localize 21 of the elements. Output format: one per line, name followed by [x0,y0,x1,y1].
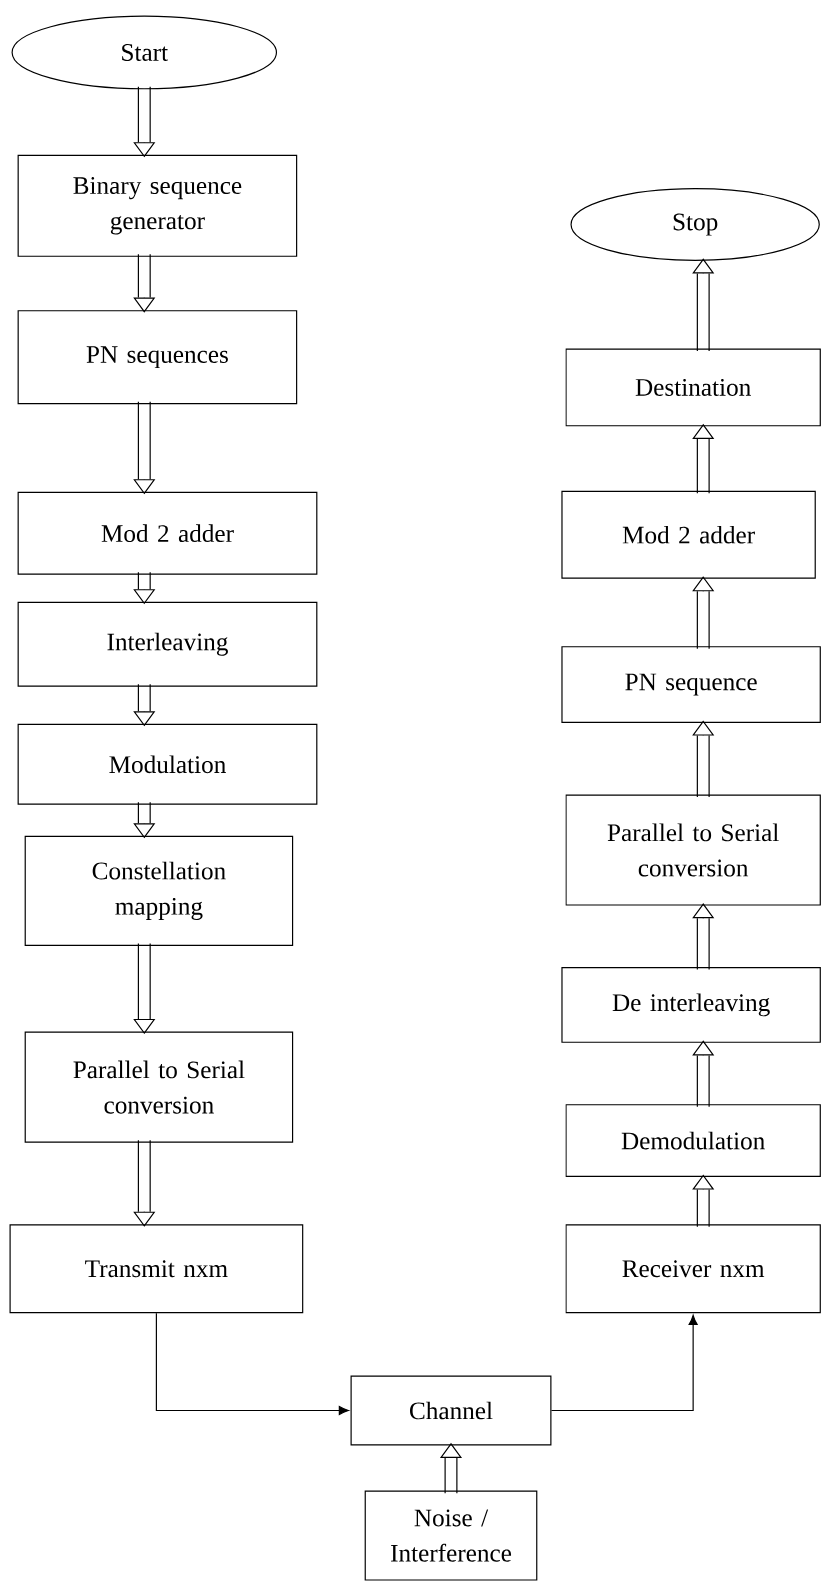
process-box: Parallel to Serial conversion [24,1031,294,1143]
process-box: Channel [350,1375,552,1446]
process-box: Parallel to Serial conversion [565,794,821,906]
process-box: Modulation [17,723,318,805]
process-box: Noise / Interference [364,1490,538,1581]
arrow [550,1314,698,1412]
process-box: Demodulation [565,1104,821,1177]
arrow [155,1312,349,1416]
process-box: Constellation mapping [24,835,294,946]
process-box: PN sequence [561,646,821,723]
process-box: Receiver nxm [565,1224,821,1314]
process-box: De interleaving [561,967,821,1043]
process-box: PN sequences [17,310,298,405]
arrow [133,1139,156,1227]
process-box: Mod 2 adder [17,491,318,575]
process-box: Interleaving [17,601,318,687]
arrow [133,253,156,313]
process-box: Transmit nxm [9,1224,304,1314]
process-box: Binary sequence generator [17,154,298,257]
process-box: Mod 2 adder [561,490,816,579]
process-box: Destination [565,348,821,427]
